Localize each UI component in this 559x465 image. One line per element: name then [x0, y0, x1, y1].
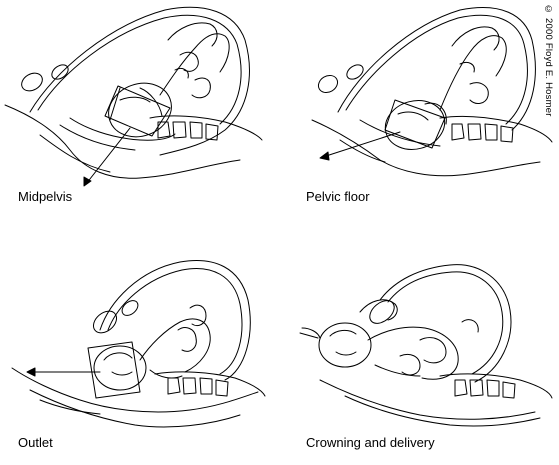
- caption-pelvic-floor: Pelvic floor: [306, 189, 370, 204]
- fetus-outlet-illustration: [12, 261, 265, 427]
- fetus-crowning-illustration: [300, 265, 552, 426]
- fetus-pelvic-floor-illustration: [312, 8, 552, 176]
- caption-midpelvis: Midpelvis: [18, 189, 73, 204]
- caption-outlet: Outlet: [18, 435, 53, 450]
- copyright-notice: © 2000 Floyd E. Hosmer: [543, 4, 554, 117]
- caption-crowning-and-delivery: Crowning and delivery: [306, 435, 435, 450]
- fetus-midpelvis-illustration: [5, 7, 262, 186]
